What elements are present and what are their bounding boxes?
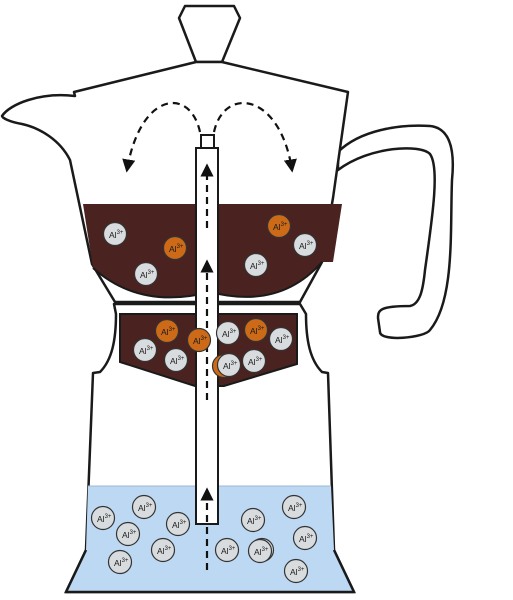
water_reservoir-ion: Al3+ — [281, 494, 307, 520]
water_reservoir-ion: Al3+ — [90, 505, 116, 531]
water_reservoir-ion: Al3+ — [131, 494, 157, 520]
filter_basket-ion: Al3+ — [132, 337, 158, 363]
ion-label: Al3+ — [299, 534, 314, 544]
ion-label: Al3+ — [273, 222, 288, 232]
ion-label: Al3+ — [221, 546, 236, 556]
water_reservoir-ion: Al3+ — [150, 537, 176, 563]
ion-label: Al3+ — [161, 327, 176, 337]
tube-cap — [200, 134, 215, 149]
ion-label: Al3+ — [254, 547, 269, 557]
ion-label: Al3+ — [157, 546, 172, 556]
ion-label: Al3+ — [140, 270, 155, 280]
upper_chamber-ion: Al3+ — [133, 261, 159, 287]
upper_chamber-ion: Al3+ — [266, 213, 292, 239]
flow-arrow-left — [122, 101, 202, 173]
handle — [336, 124, 454, 340]
ion-label: Al3+ — [250, 261, 265, 271]
filter_basket-ion: Al3+ — [163, 347, 189, 373]
upper_chamber-ion: Al3+ — [102, 221, 128, 247]
ion-label: Al3+ — [109, 230, 124, 240]
ion-label: Al3+ — [222, 329, 237, 339]
ion-label: Al3+ — [97, 514, 112, 524]
water_reservoir-ion: Al3+ — [247, 538, 273, 564]
ion-label: Al3+ — [114, 558, 129, 568]
ion-label: Al3+ — [290, 567, 305, 577]
water_reservoir-ion: Al3+ — [107, 549, 133, 575]
filter_basket-ion: Al3+ — [186, 327, 212, 353]
upper_chamber-ion: Al3+ — [243, 252, 269, 278]
filter_basket-ion: Al3+ — [268, 326, 294, 352]
filter_basket-ion: Al3+ — [154, 318, 180, 344]
water_reservoir-ion: Al3+ — [165, 511, 191, 537]
water_reservoir-ion: Al3+ — [240, 507, 266, 533]
upper_chamber-ion: Al3+ — [292, 232, 318, 258]
ion-label: Al3+ — [250, 326, 265, 336]
lid-knob — [177, 4, 242, 64]
water_reservoir-ion: Al3+ — [214, 537, 240, 563]
filter_basket-ion: Al3+ — [215, 320, 241, 346]
ion-label: Al3+ — [193, 336, 208, 346]
ion-label: Al3+ — [139, 346, 154, 356]
water_reservoir-ion: Al3+ — [283, 558, 309, 584]
ion-label: Al3+ — [248, 357, 263, 367]
water_reservoir-ion: Al3+ — [115, 521, 141, 547]
ion-label: Al3+ — [299, 241, 314, 251]
filter_basket-ion: Al3+ — [216, 352, 242, 378]
ion-label: Al3+ — [122, 530, 137, 540]
water_reservoir-ion: Al3+ — [292, 525, 318, 551]
ion-label: Al3+ — [223, 361, 238, 371]
ion-layer: Al3+ Al3+ Al3+ Al3+ Al3+ Al3+ Al3+ Al3+ Al3+ Al3+… — [90, 213, 318, 584]
ion-label: Al3+ — [169, 244, 184, 254]
ion-label: Al3+ — [275, 335, 290, 345]
filter_basket-ion: Al3+ — [243, 317, 269, 343]
upper_chamber-ion: Al3+ — [162, 235, 188, 261]
ion-label: Al3+ — [172, 520, 187, 530]
ion-label: Al3+ — [170, 356, 185, 366]
flow-arrow-right — [212, 101, 297, 173]
ion-label: Al3+ — [138, 503, 153, 513]
filter_basket-ion: Al3+ — [241, 348, 267, 374]
ion-label: Al3+ — [247, 516, 262, 526]
ion-label: Al3+ — [288, 503, 303, 513]
flow-arrows — [122, 101, 297, 570]
